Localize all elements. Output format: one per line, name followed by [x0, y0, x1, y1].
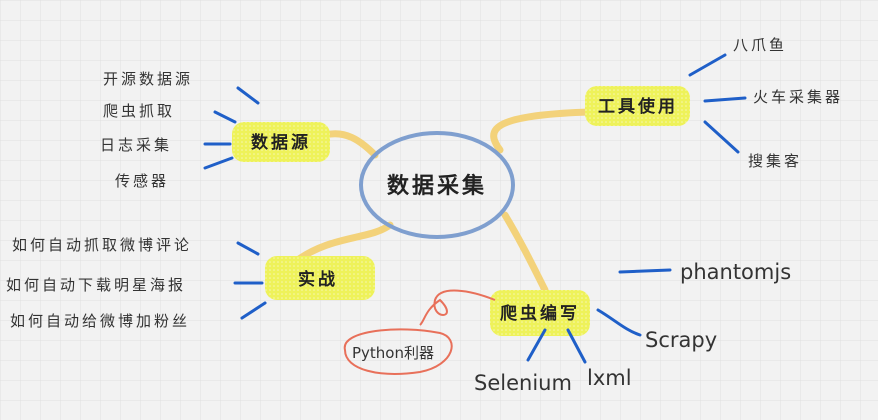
leaf-weibo-comments[interactable]: 如何自动抓取微博评论	[12, 236, 192, 254]
node-tools[interactable]: 工具使用	[585, 86, 690, 126]
practice-leaf-lines	[233, 241, 267, 320]
node-data-source[interactable]: 数据源	[232, 122, 330, 162]
leaf-bazhuayu[interactable]: 八爪鱼	[733, 36, 787, 54]
leaf-lxml[interactable]: lxml	[587, 366, 632, 390]
center-label: 数据采集	[387, 173, 487, 199]
node-label: 工具使用	[598, 96, 678, 117]
leaf-scrapy[interactable]: Scrapy	[645, 328, 717, 352]
data-source-leaf-lines	[203, 86, 260, 170]
leaf-selenium[interactable]: Selenium	[474, 371, 572, 395]
leaf-phantomjs[interactable]: phantomjs	[680, 260, 791, 284]
leaf-sensor[interactable]: 传感器	[115, 172, 169, 190]
python-note[interactable]: Python利器	[343, 289, 496, 375]
leaf-star-posters[interactable]: 如何自动下载明星海报	[6, 276, 186, 294]
node-label: 数据源	[251, 132, 311, 153]
node-label: 实战	[298, 269, 338, 290]
crawler-leaf-lines	[526, 268, 672, 364]
leaf-log-collection[interactable]: 日志采集	[100, 136, 172, 154]
leaf-huoche[interactable]: 火车采集器	[753, 88, 843, 106]
tools-leaf-lines	[688, 53, 747, 154]
center-node[interactable]: 数据采集	[359, 131, 515, 239]
leaf-soujike[interactable]: 搜集客	[748, 152, 802, 170]
node-label: 爬虫编写	[500, 303, 580, 324]
node-crawler[interactable]: 爬虫编写	[490, 290, 590, 336]
leaf-crawler-fetch[interactable]: 爬虫抓取	[103, 102, 175, 120]
leaf-weibo-followers[interactable]: 如何自动给微博加粉丝	[10, 312, 190, 330]
node-practice[interactable]: 实战	[265, 256, 375, 300]
python-note-label: Python利器	[352, 344, 434, 362]
leaf-open-data[interactable]: 开源数据源	[103, 70, 193, 88]
